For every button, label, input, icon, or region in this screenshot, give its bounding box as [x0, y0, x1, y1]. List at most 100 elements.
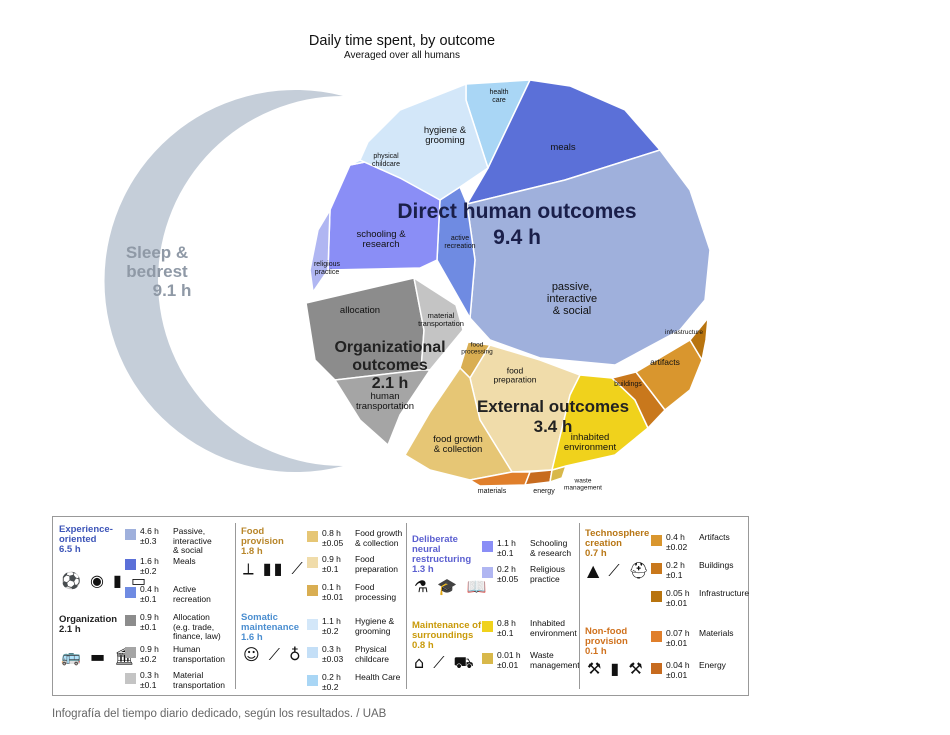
legend-swatch	[482, 567, 493, 578]
legend-swatch	[651, 535, 662, 546]
organizational-outcomes	[305, 276, 464, 447]
legend-activity: Food growth& collection	[355, 528, 403, 548]
slice-label-buildings: buildings	[614, 381, 642, 388]
legend-divider	[579, 523, 580, 689]
legend-hours: 0.04 h±0.01	[666, 660, 690, 680]
legend-activity: Allocation(e.g. trade,finance, law)	[173, 612, 221, 641]
legend-hours: 1.6 h±0.2	[140, 556, 159, 576]
sleep-label: Sleep &	[126, 243, 188, 262]
external-outcomes	[403, 315, 709, 487]
legend-group-icons: ☺ ⟋ ♁	[243, 645, 303, 664]
legend-group-icons: ⚗ 🎓 📖	[414, 577, 489, 596]
slice-infrastructure	[689, 315, 709, 363]
legend-activity: Energy	[699, 660, 726, 670]
legend-hours: 0.8 h±0.05	[322, 528, 344, 548]
legend-activity: Artifacts	[699, 532, 730, 542]
legend-swatch	[125, 673, 136, 684]
legend-swatch	[482, 621, 493, 632]
legend-row: 0.04 h±0.01 Energy	[651, 660, 766, 687]
legend-swatch	[125, 647, 136, 658]
sleep-label-2: bedrest	[126, 262, 188, 281]
legend-hours: 0.4 h±0.02	[666, 532, 688, 552]
legend-hours: 4.6 h±0.3	[140, 526, 159, 546]
legend-hours: 0.3 h±0.03	[322, 644, 344, 664]
slice-hygiene	[359, 82, 489, 201]
legend-swatch	[125, 559, 136, 570]
direct-human-outcomes	[309, 79, 711, 366]
group-direct-value: 9.4 h	[493, 226, 541, 249]
legend-hours: 0.05 h±0.01	[666, 588, 690, 608]
legend-swatch	[307, 619, 318, 630]
legend-hours: 0.2 h±0.05	[497, 564, 519, 584]
legend-activity: Passive,interactive& social	[173, 526, 212, 555]
slice-label-food-growth: food growth& collection	[433, 434, 483, 455]
slice-label-meals: meals	[550, 142, 576, 153]
group-direct-name: Direct human outcomes	[397, 200, 636, 223]
legend-hours: 1.1 h±0.1	[497, 538, 516, 558]
legend-swatch	[307, 647, 318, 658]
legend-hours: 0.4 h±0.1	[140, 584, 159, 604]
slice-label-schooling: schooling &research	[356, 229, 406, 250]
legend-hours: 1.1 h±0.2	[322, 616, 341, 636]
legend-swatch	[125, 529, 136, 540]
legend-row: 0.2 h±0.1 Buildings	[651, 560, 766, 587]
legend-hours: 0.9 h±0.1	[140, 612, 159, 632]
legend-swatch	[482, 541, 493, 552]
legend-row: 0.9 h±0.1 Allocation(e.g. trade,finance, …	[125, 612, 240, 641]
legend-swatch	[651, 563, 662, 574]
slice-religious	[309, 207, 331, 295]
legend-hours: 0.9 h±0.2	[140, 644, 159, 664]
legend-divider	[406, 523, 407, 689]
outcome-chart: Daily time spent, by outcome Averaged ov…	[104, 33, 711, 495]
sleep-value: 9.1 h	[153, 281, 192, 300]
legend-row: 0.8 h±0.05 Food growth& collection	[307, 528, 422, 555]
legend-swatch	[482, 653, 493, 664]
legend-hours: 0.8 h±0.1	[497, 618, 516, 638]
legend-row: 0.4 h±0.02 Artifacts	[651, 532, 766, 559]
legend-swatch	[307, 585, 318, 596]
legend-activity: Infrastructure	[699, 588, 750, 598]
legend-hours: 0.2 h±0.2	[322, 672, 341, 692]
slice-buildings	[610, 371, 666, 430]
slice-label-hygiene: hygiene &grooming	[424, 125, 467, 146]
legend-swatch	[307, 531, 318, 542]
slice-label-artifacts: artifacts	[650, 357, 680, 367]
group-external-name: External outcomes	[477, 397, 629, 416]
slice-label-allocation: allocation	[340, 305, 380, 316]
legend-activity: Buildings	[699, 560, 734, 570]
legend-row: 0.05 h±0.01 Infrastructure	[651, 588, 766, 615]
legend-hours: 0.2 h±0.1	[666, 560, 685, 580]
legend-group-icons: ⚽ ◉ ▮ ▭	[61, 571, 149, 590]
group-org-name-2: outcomes	[352, 357, 428, 374]
legend-hours: 0.01 h±0.01	[497, 650, 521, 670]
legend-group-icons: ⌂ ⟋ ⛟	[414, 653, 476, 672]
legend-swatch	[307, 675, 318, 686]
group-org-name-1: Organizational	[334, 339, 445, 356]
legend-swatch	[125, 615, 136, 626]
